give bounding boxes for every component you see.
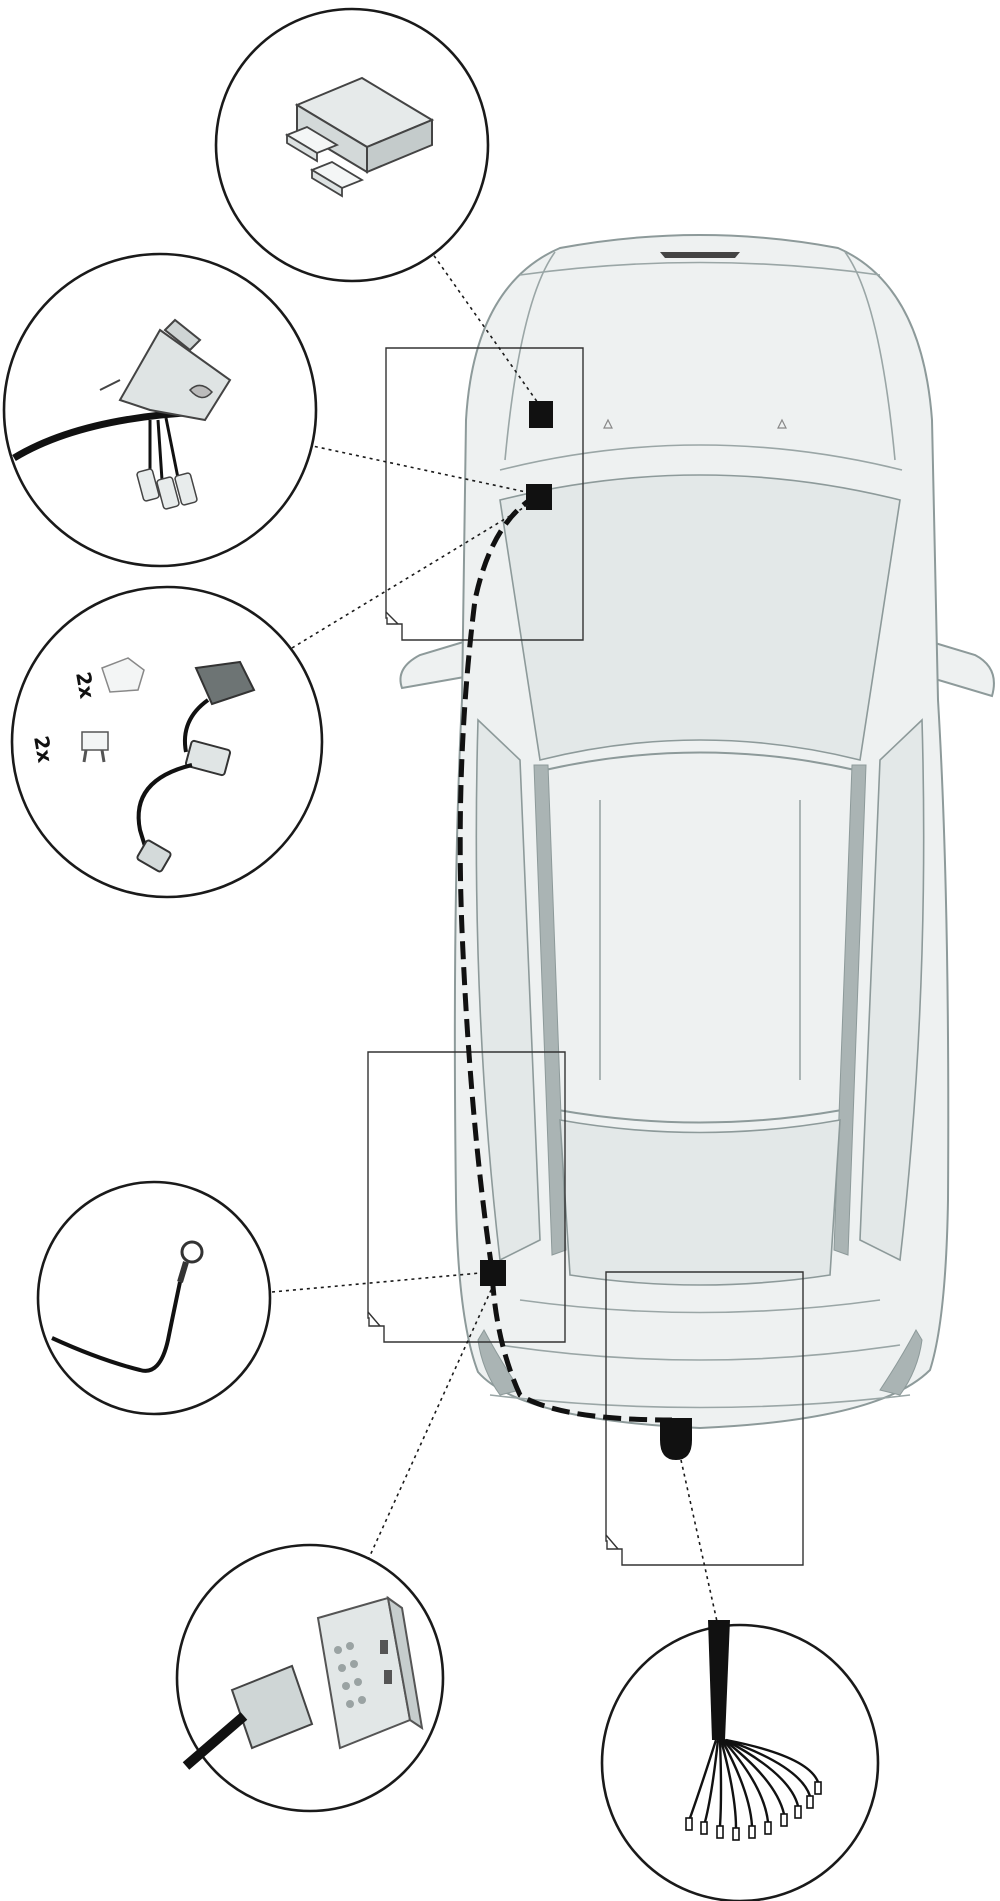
blade-fuse-icon — [284, 76, 435, 198]
seal-quantity-label: 2x — [71, 670, 99, 701]
left-mirror — [399, 638, 471, 690]
battery-terminal-callout — [2, 252, 318, 568]
ground-eyelet-callout — [36, 1180, 272, 1416]
fuse-quantity-label: 2x — [29, 734, 57, 765]
rear-center-installation-frame — [605, 1271, 804, 1566]
leader-ground — [271, 1272, 481, 1293]
right-mirror — [924, 638, 995, 698]
roof — [543, 751, 857, 1124]
module-plug-icon — [182, 1664, 314, 1770]
windshield — [499, 474, 901, 761]
leader-control-module — [367, 1287, 493, 1561]
leader-fuse — [429, 249, 539, 404]
battery-connection-marker — [526, 484, 552, 510]
tow-socket-marker — [660, 1418, 692, 1460]
leader-battery — [307, 444, 527, 493]
battery-terminal-icon — [12, 318, 232, 510]
fuse-callout — [214, 7, 490, 283]
car-top-view — [399, 234, 995, 1430]
cable-bundle-icon — [685, 1620, 822, 1841]
control-module-callout — [175, 1543, 445, 1813]
accessories-callout: 2x 2x — [10, 585, 324, 899]
ground-point-marker — [480, 1260, 506, 1286]
fuse-box-marker — [529, 401, 553, 428]
front-installation-frame — [385, 347, 584, 641]
leader-tow-socket — [680, 1459, 719, 1627]
tow-socket-cable-callout — [600, 1620, 880, 1901]
hood — [499, 444, 903, 471]
rear-window — [559, 1119, 841, 1286]
rear-left-installation-frame — [367, 1051, 566, 1343]
adapter-cable-icon — [136, 660, 256, 873]
front-emblem — [660, 252, 740, 258]
tailgate — [519, 1299, 881, 1314]
wiring-harness-route — [457, 492, 673, 1423]
control-module-icon — [316, 1595, 424, 1750]
spare-fuse-icon — [81, 731, 109, 763]
seal-cap-icon — [101, 657, 145, 693]
ring-terminal-icon — [51, 1240, 204, 1373]
